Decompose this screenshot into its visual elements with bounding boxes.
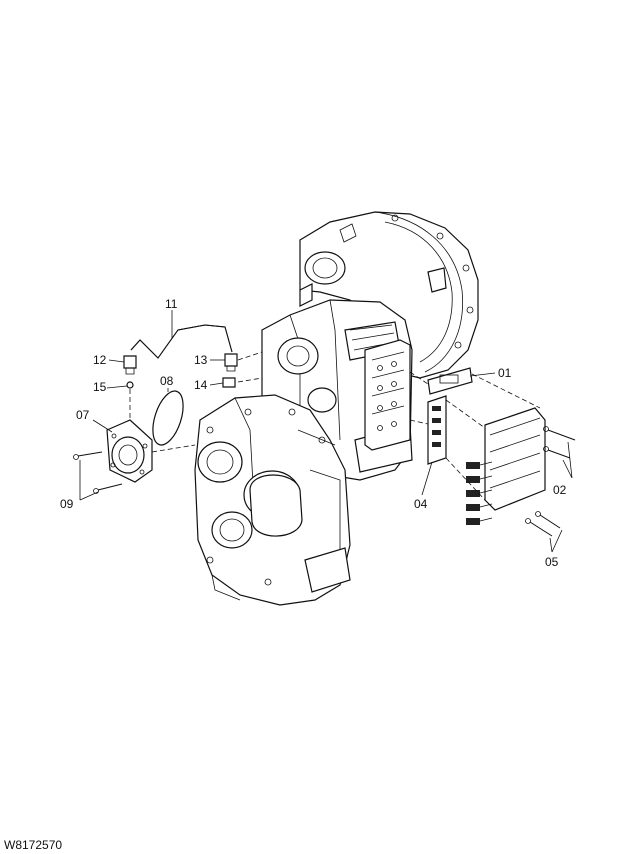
callout-05: 05 (545, 555, 559, 569)
fitting-12 (123, 355, 137, 375)
assembly-guide-lines (129, 351, 541, 501)
callout-01: 01 (498, 366, 512, 380)
callout-07: 07 (76, 408, 90, 422)
callout-08: 08 (160, 374, 174, 388)
callout-14: 14 (194, 378, 208, 392)
callout-13: 13 (194, 353, 208, 367)
callout-02: 02 (553, 483, 567, 497)
bolts-02 (543, 426, 576, 459)
control-valve-block (364, 339, 411, 451)
callout-09: 09 (60, 497, 74, 511)
front-gear-housing (194, 394, 351, 606)
callout-15: 15 (93, 380, 107, 394)
o-ring (152, 390, 184, 446)
gasket-plate (427, 367, 473, 395)
drawing-reference: W8172570 (4, 838, 62, 852)
bolts-09 (73, 451, 123, 494)
pipe-assembly (130, 324, 233, 359)
seal-15 (126, 381, 134, 389)
fitting-13 (224, 353, 238, 372)
converter-housing (299, 211, 479, 379)
bolts-05 (525, 511, 561, 537)
callout-04: 04 (414, 497, 428, 511)
solenoid-strip (427, 395, 447, 465)
valve-assembly (466, 407, 546, 525)
plug-14 (222, 377, 236, 388)
callout-11: 11 (165, 297, 178, 311)
flange-cover (106, 419, 153, 483)
callout-12: 12 (93, 353, 107, 367)
leader-lines (79, 310, 573, 553)
